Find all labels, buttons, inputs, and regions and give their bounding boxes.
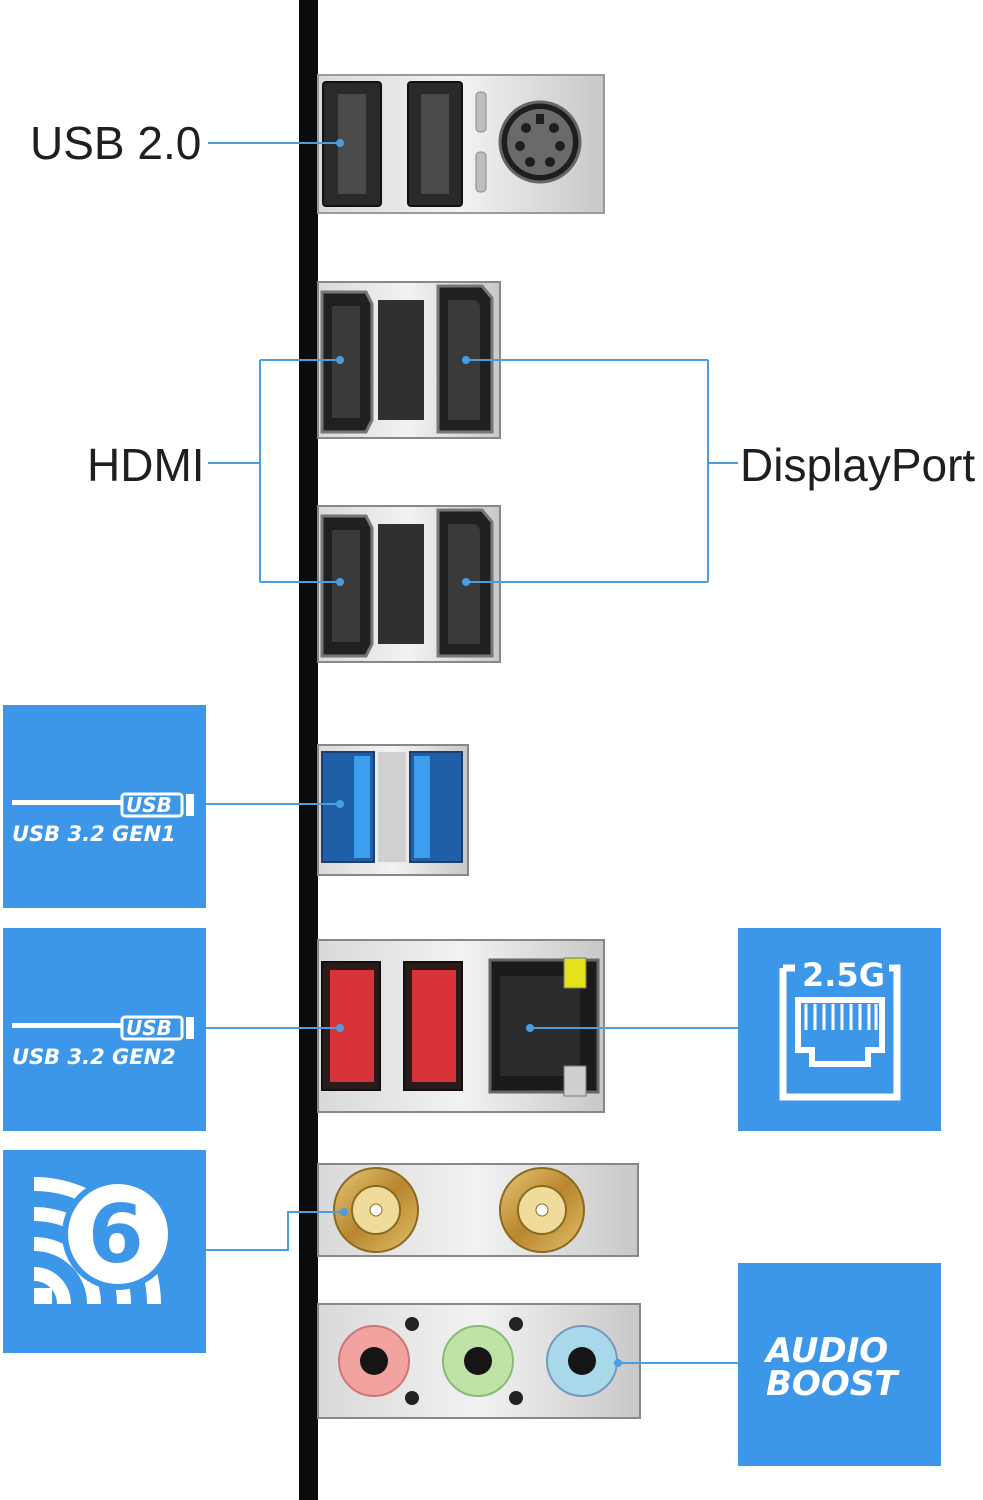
wifi-6-text: 6 — [88, 1188, 144, 1281]
label-usb2: USB 2.0 — [30, 117, 202, 169]
audio-jack-group — [317, 1303, 641, 1419]
hdmi-dp-port-group-2 — [317, 505, 501, 663]
badge-usb-gen1 — [3, 705, 206, 908]
wifi-dot — [34, 1288, 52, 1304]
leader-lines — [206, 142, 738, 1364]
usb-gen2-logo-text: USB — [126, 1016, 172, 1040]
rj45-lan-icon — [779, 964, 901, 1101]
ps2-port-icon — [498, 100, 582, 184]
rj45-pins — [804, 1004, 878, 1030]
label-hdmi: HDMI — [87, 439, 205, 491]
usb-logo-icon — [12, 792, 194, 818]
audio-jack-icon — [338, 1325, 410, 1397]
usb3-gen2-lan-port-group — [317, 939, 605, 1113]
usb2-ps2-port-group — [317, 74, 605, 214]
wifi-antenna-port-group — [317, 1163, 639, 1257]
lan-speed-text: 2.5G — [798, 956, 889, 994]
usb-gen2-text: USB 3.2 GEN2 — [12, 1045, 176, 1069]
label-displayport: DisplayPort — [740, 439, 976, 491]
hdmi-dp-port-group-1 — [317, 281, 501, 439]
sma-connector-icon — [333, 1167, 419, 1253]
usb-gen1-logo-text: USB — [126, 793, 172, 817]
audio-boost-line1: AUDIO — [766, 1331, 889, 1371]
leader-dots — [336, 139, 622, 1367]
badge-audio — [738, 1263, 941, 1466]
rj45-port-icon — [488, 957, 600, 1097]
badge-usb-gen2 — [3, 928, 206, 1131]
sma-connector-icon — [499, 1167, 585, 1253]
audio-boost-line2: BOOST — [766, 1364, 898, 1404]
panel-edge-bar — [299, 0, 318, 1500]
audio-jack-icon — [442, 1325, 514, 1397]
audio-jack-icon — [546, 1325, 618, 1397]
usb3-gen1-port-group — [317, 744, 469, 876]
port-divider — [378, 300, 424, 420]
usb-gen1-text: USB 3.2 GEN1 — [12, 822, 176, 846]
usb-logo-icon — [12, 1015, 194, 1041]
